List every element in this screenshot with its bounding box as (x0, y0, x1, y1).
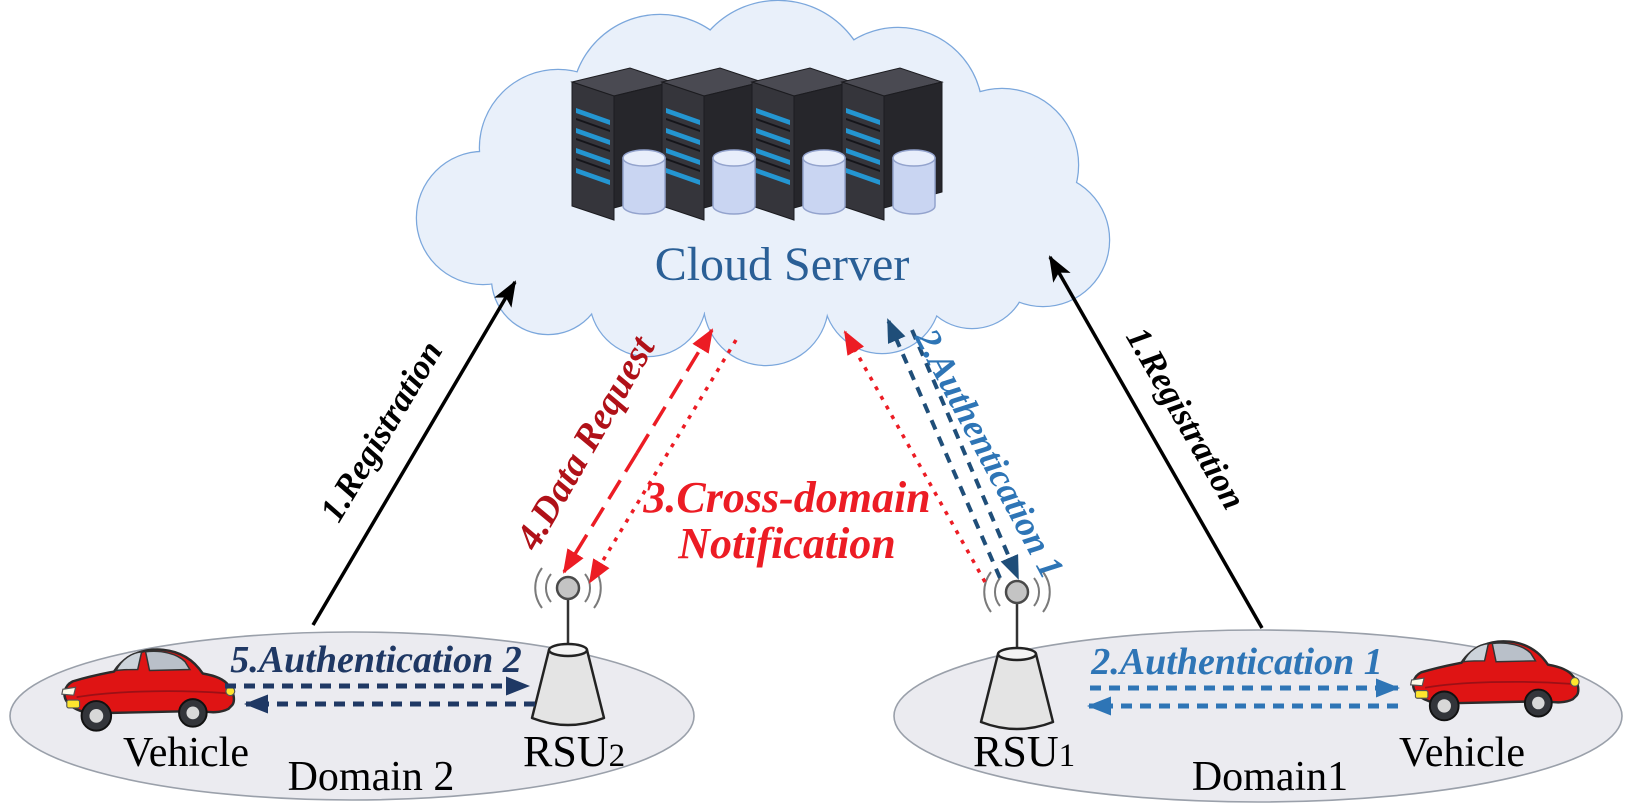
data-request-label: 4.Data Request (507, 328, 664, 558)
cross-domain-label-line2: Notification (677, 519, 896, 568)
registration-arrow-right (1048, 255, 1264, 629)
registration-left-label: 1.Registration (312, 334, 450, 528)
vehicle-label-domain2: Vehicle (123, 730, 249, 776)
database-cylinder-icon (712, 149, 756, 215)
rsu2-label-text: RSU (523, 727, 609, 776)
database-cylinder-icon (622, 149, 666, 215)
cloud-server-label: Cloud Server (655, 238, 910, 291)
authentication1-uplink-label: 2.Authentication 1 (907, 321, 1072, 584)
authentication1-local-arrows (1087, 678, 1400, 716)
vehicle-label-domain1: Vehicle (1399, 730, 1525, 776)
cross-domain-label-line1: 3.Cross-domain (642, 473, 930, 522)
data-request-lines (562, 328, 738, 584)
authentication1-uplink-lines (886, 318, 1020, 580)
rsu1-label-text: RSU (973, 727, 1059, 776)
rsu2-label-index: 2 (609, 738, 626, 774)
authentication2-local-label: 5.Authentication 2 (230, 639, 521, 681)
registration-arrow-left (311, 280, 517, 626)
registration-right-label: 1.Registration (1118, 320, 1253, 516)
database-cylinder-icon (892, 149, 936, 215)
rsu2-label: RSU2 (523, 727, 625, 776)
server-rack-icons (571, 67, 943, 221)
domain1-label: Domain1 (1192, 754, 1348, 800)
cross-domain-notification-line (843, 330, 987, 583)
authentication2-local-arrows (225, 676, 535, 714)
domain2-label: Domain 2 (288, 754, 455, 800)
rsu1-label: RSU1 (973, 727, 1075, 776)
authentication1-local-label: 2.Authentication 1 (1090, 641, 1382, 683)
database-cylinder-icon (802, 149, 846, 215)
rsu1-label-index: 1 (1059, 738, 1076, 774)
